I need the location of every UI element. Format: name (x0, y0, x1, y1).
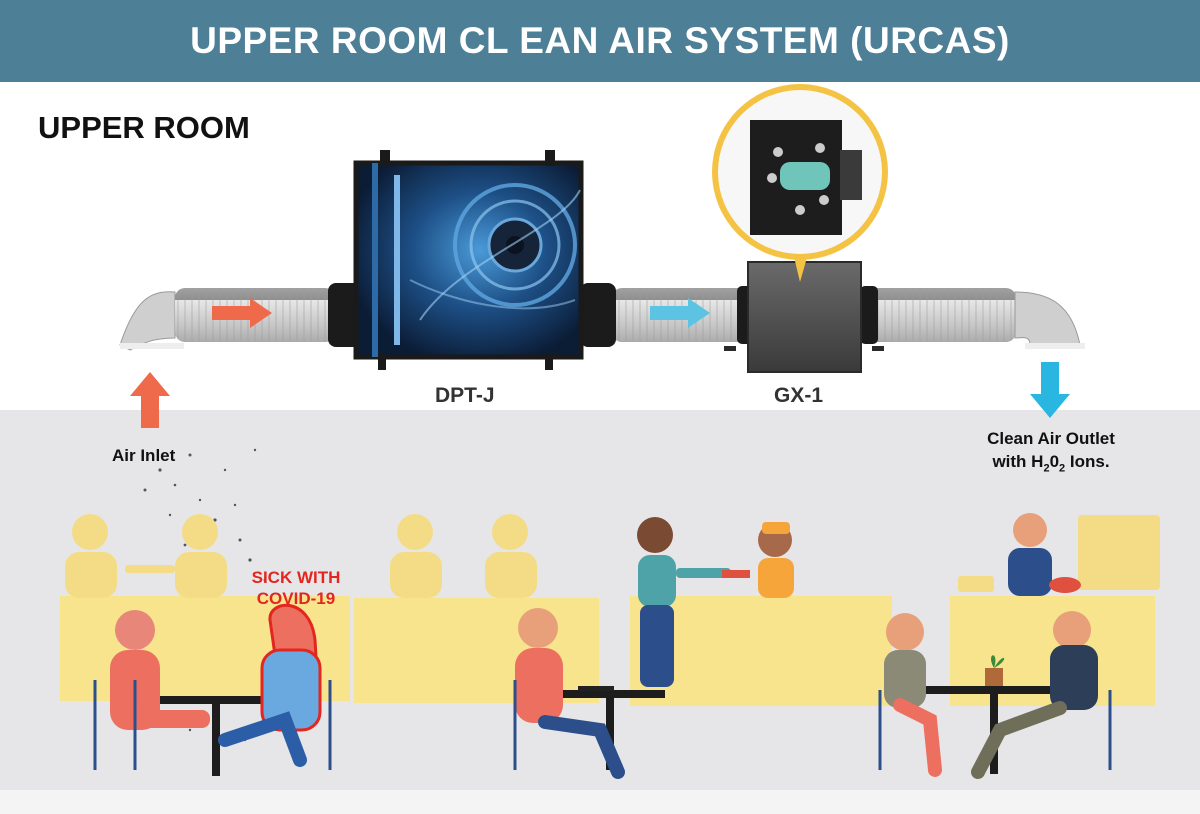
counter-staff (722, 522, 794, 598)
upper-room-label: UPPER ROOM (38, 110, 250, 145)
staff-silhouettes (65, 514, 537, 598)
outlet-line-1: Clean Air Outlet (987, 429, 1115, 448)
arrow-right-icon (650, 298, 710, 328)
arrow-right-icon (212, 298, 272, 328)
gx-1-label: GX-1 (774, 384, 824, 407)
duct-right (866, 288, 1085, 349)
left-table-group (93, 603, 332, 776)
clean-air-outlet-label: Clean Air Outlet with H202 Ions. (975, 427, 1127, 480)
sick-with-covid-label: SICK WITH COVID-19 (240, 567, 352, 609)
outlet-mid: 0 (1049, 452, 1060, 471)
right-table-group (878, 611, 1112, 779)
gx-1-zoom-bubble (712, 84, 888, 282)
page-title: UPPER ROOM CL EAN AIR SYSTEM (URCAS) (190, 20, 1010, 61)
outlet-subscript-2: 2 (1059, 462, 1066, 475)
sick-line-2: COVID-19 (256, 589, 336, 608)
collar-right (580, 283, 616, 347)
header-bar (0, 0, 1200, 82)
outlet-suffix: Ions. (1065, 452, 1110, 471)
sick-line-1: SICK WITH (251, 568, 341, 587)
laptop-table-group (513, 608, 665, 779)
bakery-display (1078, 515, 1160, 590)
outlet-subscript-1: 2 (1043, 462, 1050, 475)
outlet-prefix: with H (992, 452, 1044, 471)
dpt-j-unit (353, 150, 584, 370)
dpt-j-label: DPT-J (435, 384, 495, 407)
bakery-staff (958, 513, 1081, 596)
gx-1-unit (724, 261, 884, 373)
server-standing (637, 517, 731, 687)
arrow-down-icon (1030, 362, 1070, 418)
floor-edge (0, 790, 1200, 814)
gx-collar-right (860, 286, 878, 344)
arrow-up-icon (130, 372, 170, 428)
air-inlet-label: Air Inlet (112, 446, 176, 465)
